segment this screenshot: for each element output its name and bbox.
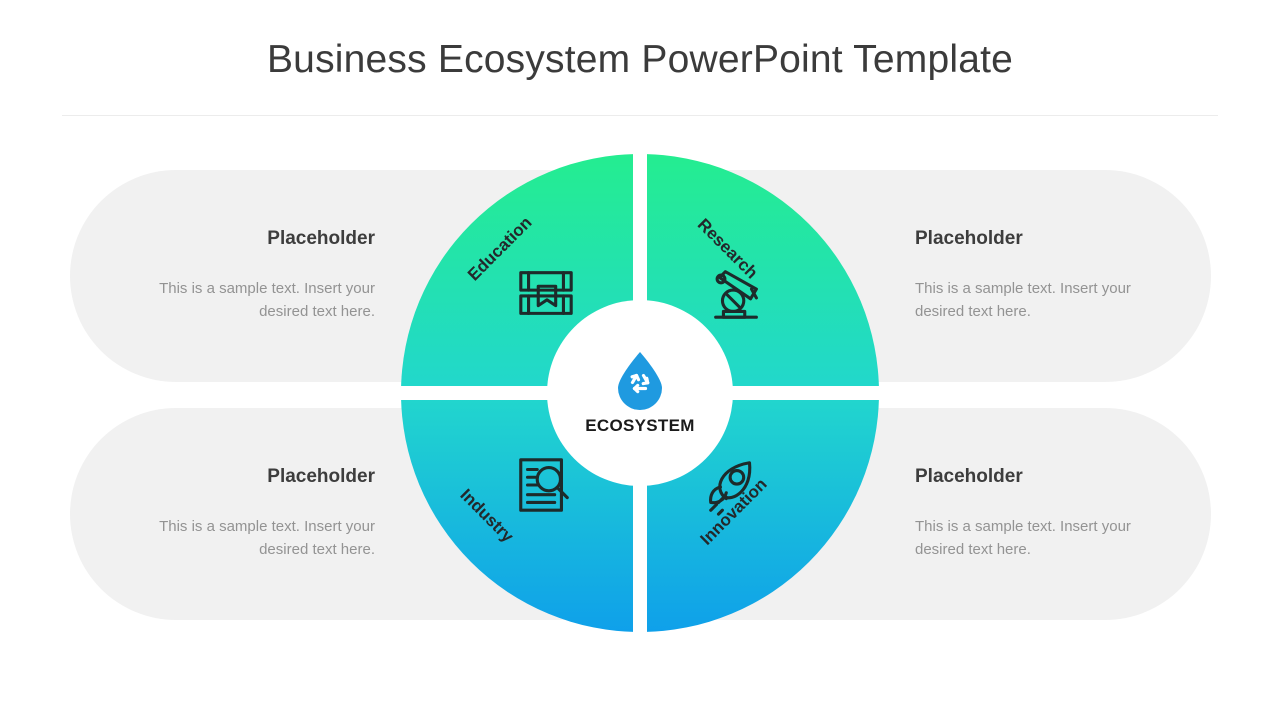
page-title: Business Ecosystem PowerPoint Template xyxy=(266,38,1014,81)
rocket-icon xyxy=(703,456,765,518)
panel-title: Placeholder xyxy=(267,228,375,250)
panel-body: This is a sample text. Insert your desir… xyxy=(159,280,375,321)
panel-body: This is a sample text. Insert your desir… xyxy=(915,280,1131,321)
hub-label: ECOSYSTEM xyxy=(585,416,695,435)
panel-body: This is a sample text. Insert your desir… xyxy=(159,518,375,559)
document-magnifier-icon xyxy=(513,454,575,516)
panel-title: Placeholder xyxy=(267,466,375,488)
water-drop-recycle-icon xyxy=(612,350,668,410)
panel-title: Placeholder xyxy=(915,466,1023,488)
books-stack-icon xyxy=(515,263,577,325)
panel-body: This is a sample text. Insert your desir… xyxy=(915,518,1131,559)
ecosystem-hub[interactable]: ECOSYSTEM xyxy=(547,300,733,486)
panel-title: Placeholder xyxy=(915,228,1023,250)
microscope-icon xyxy=(706,262,768,324)
title-divider xyxy=(62,115,1218,116)
